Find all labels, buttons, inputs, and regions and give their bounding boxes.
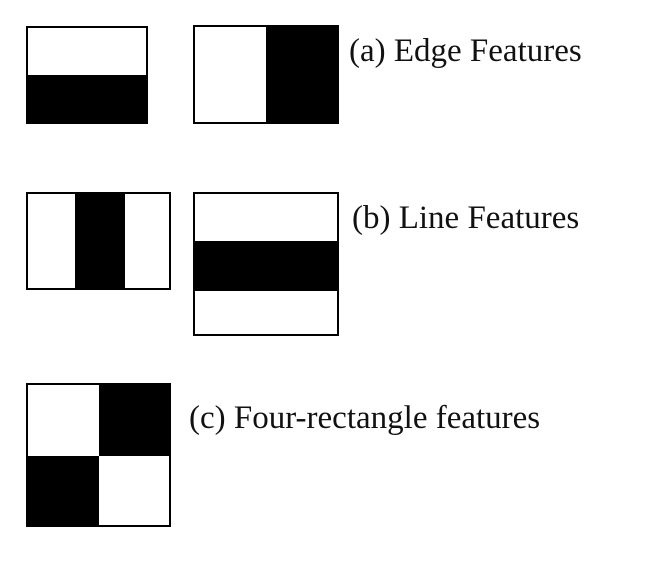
four-rectangle-top-right-black bbox=[99, 385, 169, 456]
line-feature-vertical-black-band bbox=[75, 194, 125, 288]
line-feature-horizontal bbox=[193, 192, 339, 336]
edge-feature-horizontal-black-region bbox=[28, 75, 146, 122]
line-feature-vertical bbox=[26, 192, 171, 290]
four-rectangle-features-caption: (c) Four-rectangle features bbox=[189, 400, 541, 436]
four-rectangle-feature bbox=[26, 383, 171, 527]
edge-feature-horizontal bbox=[26, 26, 148, 124]
edge-feature-vertical bbox=[193, 25, 339, 124]
line-feature-horizontal-black-band bbox=[195, 241, 337, 291]
four-rectangle-bottom-left-black bbox=[28, 456, 99, 525]
edge-feature-vertical-black-region bbox=[266, 27, 337, 122]
line-features-caption: (b) Line Features bbox=[352, 200, 580, 236]
edge-features-caption: (a) Edge Features bbox=[349, 33, 582, 69]
